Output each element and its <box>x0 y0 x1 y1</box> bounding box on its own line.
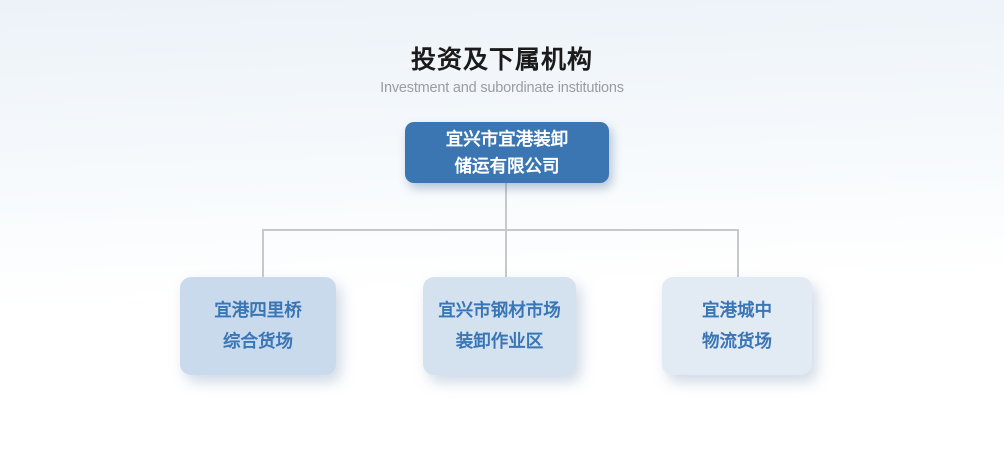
org-node-label-line2: 综合货场 <box>223 331 293 351</box>
connector-drop-left <box>262 229 264 278</box>
chart-header: 投资及下属机构 Investment and subordinate insti… <box>0 46 1004 96</box>
page-title: 投资及下属机构 <box>410 46 593 74</box>
org-node-root: 宜兴市宜港装卸 储运有限公司 <box>405 122 609 183</box>
org-node-label-line1: 宜港四里桥 <box>214 300 302 320</box>
page-subtitle: Investment and subordinate institutions <box>380 80 624 96</box>
org-node-label-line1: 宜兴市钢材市场 <box>438 300 561 320</box>
org-node-label-line2: 物流货场 <box>702 331 772 351</box>
org-node-label-line1: 宜港城中 <box>702 300 772 320</box>
org-node-child-siliqiao: 宜港四里桥 综合货场 <box>180 277 336 375</box>
org-node-label-line2: 装卸作业区 <box>455 331 544 351</box>
connector-horizontal-rail <box>262 229 739 231</box>
org-node-root-line1: 宜兴市宜港装卸 <box>445 128 569 149</box>
org-node-child-chengzhong: 宜港城中 物流货场 <box>662 277 812 375</box>
org-node-root-line2: 储运有限公司 <box>454 155 560 176</box>
connector-drop-middle <box>505 229 507 278</box>
org-node-child-gangcai-shichang: 宜兴市钢材市场 装卸作业区 <box>423 277 576 375</box>
connector-drop-right <box>737 229 739 278</box>
connector-root-drop <box>505 183 507 230</box>
